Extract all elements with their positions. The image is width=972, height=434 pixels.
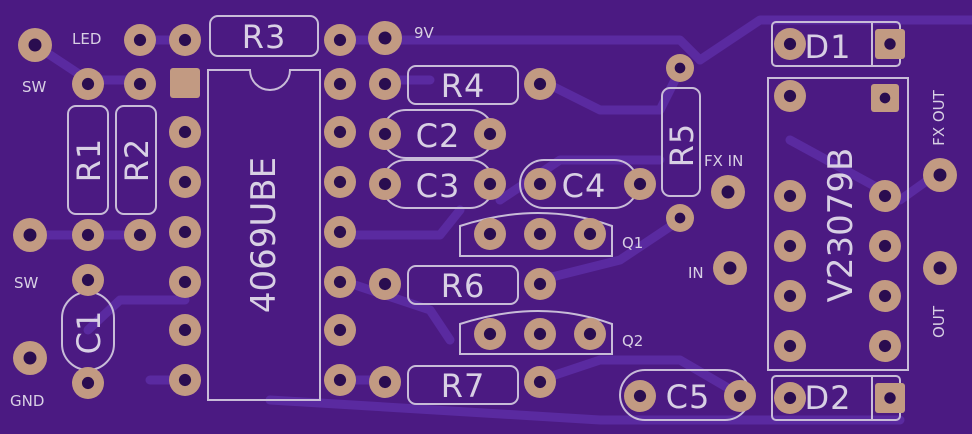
c5-pad-left-drill xyxy=(633,389,647,403)
ic-label: 4069UBE xyxy=(244,157,284,313)
sw-top-text: SW xyxy=(22,78,47,96)
r3-pad-left-drill xyxy=(178,33,192,47)
c4-pad-right-drill xyxy=(633,177,647,191)
r5-pad-top-drill xyxy=(674,62,686,74)
sw-bottom-pad-drill xyxy=(23,228,37,242)
fx-in-pad-drill xyxy=(721,185,735,199)
c3-pad-right-drill xyxy=(483,177,497,191)
c1-pad-top-drill xyxy=(81,273,95,287)
sw-bottom-text: SW xyxy=(14,274,39,292)
r6-pad-left-drill xyxy=(378,277,392,291)
relay-pin-1-drill xyxy=(879,92,891,104)
ic-pin-right-drill xyxy=(333,125,347,139)
pads xyxy=(13,21,957,414)
nine-v-pad-drill xyxy=(378,31,392,45)
relay-pin-drill xyxy=(878,339,892,353)
q2-pin-drill xyxy=(583,327,597,341)
c2-label: C2 xyxy=(416,117,461,155)
c2-pad-left-drill xyxy=(378,127,392,141)
ic-pin-right-drill xyxy=(333,373,347,387)
ic-pin-left-drill xyxy=(178,275,192,289)
ic-pin-left-drill xyxy=(178,125,192,139)
d1-pad-left-drill xyxy=(783,37,797,51)
c1-label: C1 xyxy=(70,310,108,355)
c4-label: C4 xyxy=(562,167,607,205)
r6-pad-right-drill xyxy=(533,277,547,291)
r2-pad-bottom-drill xyxy=(133,228,147,242)
r3-pad-right-drill xyxy=(333,33,347,47)
gnd-pad-drill xyxy=(23,351,37,365)
fx-out-text: FX OUT xyxy=(930,89,948,145)
out-pad-drill xyxy=(933,261,947,275)
q1-text: Q1 xyxy=(622,234,643,252)
ic-pin-right-drill xyxy=(333,77,347,91)
d1-pad-right-drill xyxy=(884,38,896,50)
ic-pin-left-drill xyxy=(178,373,192,387)
r3-label: R3 xyxy=(242,18,287,56)
d2-pad-right-drill xyxy=(884,392,896,404)
nine-v-text: 9V xyxy=(414,24,435,42)
relay-pin-drill xyxy=(878,239,892,253)
relay-pin-drill xyxy=(878,189,892,203)
fx-in-text: FX IN xyxy=(704,152,743,170)
relay-pin-drill xyxy=(783,239,797,253)
r7-pad-right-drill xyxy=(533,375,547,389)
gnd-text: GND xyxy=(10,392,44,410)
fx-out-pad-drill xyxy=(933,168,947,182)
c3-label: C3 xyxy=(416,167,461,205)
q1-pin-drill xyxy=(533,227,547,241)
relay-pin-drill xyxy=(783,339,797,353)
d2-pad-left-drill xyxy=(783,391,797,405)
sw-top-pad-drill xyxy=(28,38,42,52)
q2-pin-drill xyxy=(483,327,497,341)
r1-label: R1 xyxy=(70,138,108,183)
ic-pin-left-drill xyxy=(178,323,192,337)
r7-label: R7 xyxy=(441,367,486,405)
c5-label: C5 xyxy=(666,378,711,416)
c2-pad-right-drill xyxy=(483,127,497,141)
q2-text: Q2 xyxy=(622,332,643,350)
relay-pin-drill xyxy=(783,89,797,103)
q1-pin-drill xyxy=(583,227,597,241)
ic-pin-right-drill xyxy=(333,323,347,337)
r1-pad-bottom-drill xyxy=(81,228,95,242)
in-text: IN xyxy=(688,264,704,282)
r4-label: R4 xyxy=(441,67,486,105)
ic-pin-right-drill xyxy=(333,275,347,289)
led-pad-drill xyxy=(133,33,147,47)
led-text: LED xyxy=(72,30,101,48)
in-pad-drill xyxy=(723,261,737,275)
d1-label: D1 xyxy=(805,28,852,66)
r2-pad-top-drill xyxy=(133,77,147,91)
out-text: OUT xyxy=(930,305,948,338)
q2-pin-drill xyxy=(533,327,547,341)
ic-pin-right-drill xyxy=(333,225,347,239)
r4-pad-right-drill xyxy=(533,77,547,91)
relay-pin-drill xyxy=(783,289,797,303)
r7-pad-left-drill xyxy=(378,375,392,389)
r1-pad-top-drill xyxy=(81,77,95,91)
r5-pad-bottom-drill xyxy=(674,212,686,224)
relay-pin-drill xyxy=(878,289,892,303)
c1-pad-bottom-drill xyxy=(81,376,95,390)
d2-label: D2 xyxy=(805,379,852,417)
r2-label: R2 xyxy=(118,138,156,183)
c4-pad-left-drill xyxy=(533,177,547,191)
c5-pad-right-drill xyxy=(733,389,747,403)
q1-pin-drill xyxy=(483,227,497,241)
ic-pin-left-drill xyxy=(178,225,192,239)
ic-pin-right-drill xyxy=(333,175,347,189)
r6-label: R6 xyxy=(441,267,486,305)
relay-label: V23079B xyxy=(821,148,861,303)
relay-pin-drill xyxy=(783,189,797,203)
c3-pad-left-drill xyxy=(378,177,392,191)
ic-pin-left-drill xyxy=(178,175,192,189)
r5-label: R5 xyxy=(663,123,701,168)
r4-pad-left-drill xyxy=(378,77,392,91)
